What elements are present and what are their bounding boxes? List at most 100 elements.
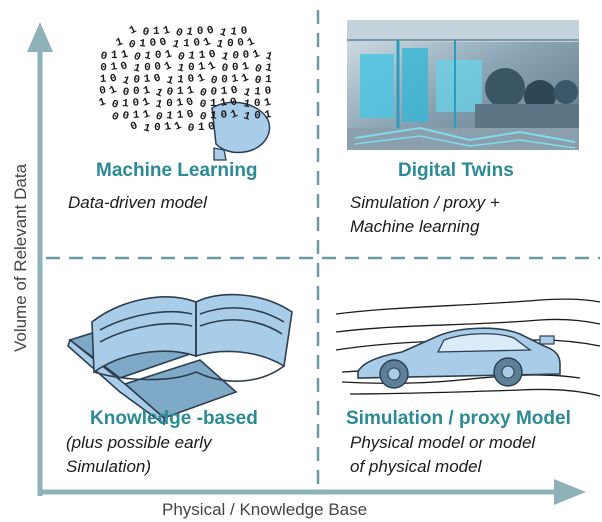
binary-digit: 1: [231, 73, 240, 86]
binary-digit: 0: [220, 62, 229, 75]
binary-digit: 1: [229, 26, 238, 39]
binary-digit: 1: [108, 84, 119, 98]
binary-digit: 1: [142, 85, 152, 98]
binary-digit: 0: [198, 110, 208, 123]
binary-digit: 1: [115, 36, 125, 50]
binary-digit: 0: [154, 122, 161, 134]
digital-twin-photo: [347, 20, 579, 150]
description-line: Simulation / proxy +: [350, 193, 500, 212]
binary-digit: 1: [207, 60, 218, 74]
binary-digit: 0: [166, 98, 173, 110]
binary-digit: 1: [251, 48, 262, 62]
binary-digit: 1: [264, 62, 273, 75]
description-line: Data-driven model: [68, 193, 207, 212]
binary-digit: 0: [141, 26, 150, 39]
binary-digit: 0: [197, 26, 204, 38]
binary-digit: 0: [229, 96, 240, 110]
binary-digit: 1: [165, 74, 176, 88]
binary-digit: 0: [109, 111, 120, 125]
binary-digit: 0: [158, 36, 168, 50]
book-illustration: [67, 293, 293, 426]
binary-digit: 0: [206, 24, 216, 37]
binary-digit: 0: [186, 108, 196, 121]
binary-digit: 1: [177, 86, 184, 98]
binary-digit: 0: [198, 87, 209, 101]
binary-digit: 1: [143, 73, 151, 86]
binary-digit: 0: [154, 61, 163, 74]
x-axis-arrowhead: [554, 479, 586, 505]
binary-digit: 1: [176, 109, 184, 122]
binary-digit: 1: [133, 110, 141, 122]
binary-digit: 1: [242, 110, 252, 124]
machine-learning-description: Data-driven model: [68, 191, 207, 215]
binary-digit: 1: [183, 38, 191, 50]
binary-digit: 1: [210, 110, 218, 123]
binary-digit: 1: [132, 62, 142, 75]
car-illustration: [335, 298, 601, 397]
binary-digit: 0: [227, 38, 234, 50]
binary-digit: 0: [242, 49, 250, 62]
binary-digit: 0: [153, 72, 163, 85]
binary-digit: 1: [176, 97, 185, 110]
binary-digit: 1: [202, 36, 213, 50]
binary-digit: 0: [209, 86, 217, 99]
binary-digit: 1: [122, 98, 130, 111]
binary-digit: 1: [111, 50, 118, 62]
binary-digit: 1: [143, 50, 152, 63]
binary-digit: 1: [265, 74, 272, 86]
description-line: Physical model or model: [350, 433, 536, 452]
binary-digit: 0: [109, 72, 119, 85]
binary-digit: 1: [254, 86, 262, 99]
binary-digit: 0: [165, 86, 174, 99]
description-line: (plus possible early: [66, 433, 212, 452]
binary-digit: 1: [120, 49, 130, 62]
binary-digit: 1: [153, 26, 160, 38]
binary-digit: 0: [220, 109, 228, 122]
digital-twins-description: Simulation / proxy + Machine learning: [350, 191, 500, 239]
binary-digit: 0: [254, 110, 261, 122]
x-axis: [38, 479, 586, 505]
binary-digit: 1: [162, 25, 172, 38]
binary-digit: 1: [240, 72, 251, 86]
x-axis-label: Physical / Knowledge Base: [162, 500, 368, 519]
binary-digit: 1: [142, 108, 152, 121]
binary-digit: 1: [176, 62, 186, 75]
digital-twins-title: Digital Twins: [398, 160, 514, 181]
binary-digit: 0: [155, 50, 162, 62]
simulation-proxy-title: Simulation / proxy Model: [346, 408, 571, 429]
binary-digit: 0: [207, 121, 216, 134]
binary-digit: 1: [197, 61, 206, 74]
binary-digit: 1: [154, 98, 164, 111]
binary-digit: 0: [221, 74, 228, 86]
binary-digit: 1: [186, 84, 196, 97]
binary-digit: 0: [254, 98, 261, 110]
brain-lobe: [211, 101, 271, 154]
binary-digit: 1: [219, 97, 228, 110]
binary-digit: 0: [185, 96, 196, 110]
binary-digit: 0: [232, 62, 239, 74]
binary-digit: 0: [129, 120, 140, 134]
binary-digit: 0: [264, 85, 272, 98]
binary-digit: 1: [196, 72, 207, 86]
binary-digit: 0: [230, 84, 240, 97]
binary-digit: 0: [119, 60, 129, 74]
binary-digit: 1: [165, 110, 174, 123]
machine-learning-title: Machine Learning: [96, 160, 258, 181]
y-axis-arrowhead: [27, 22, 53, 52]
binary-digit: 1: [241, 61, 251, 74]
binary-digit: 1: [110, 61, 119, 74]
binary-digit: 0: [133, 86, 140, 98]
binary-digit: 1: [128, 24, 139, 38]
binary-digit: 1: [210, 98, 217, 110]
binary-digit: 0: [193, 37, 201, 50]
binary-digit: 0: [144, 62, 151, 74]
binary-digit: 0: [232, 50, 240, 63]
binary-digit: 1: [220, 50, 231, 64]
binary-digit: 0: [240, 25, 248, 38]
binary-digit: 1: [177, 74, 185, 87]
binary-digit: 0: [253, 74, 262, 87]
binary-digit: 1: [173, 120, 184, 134]
description-line: of physical model: [350, 457, 482, 476]
